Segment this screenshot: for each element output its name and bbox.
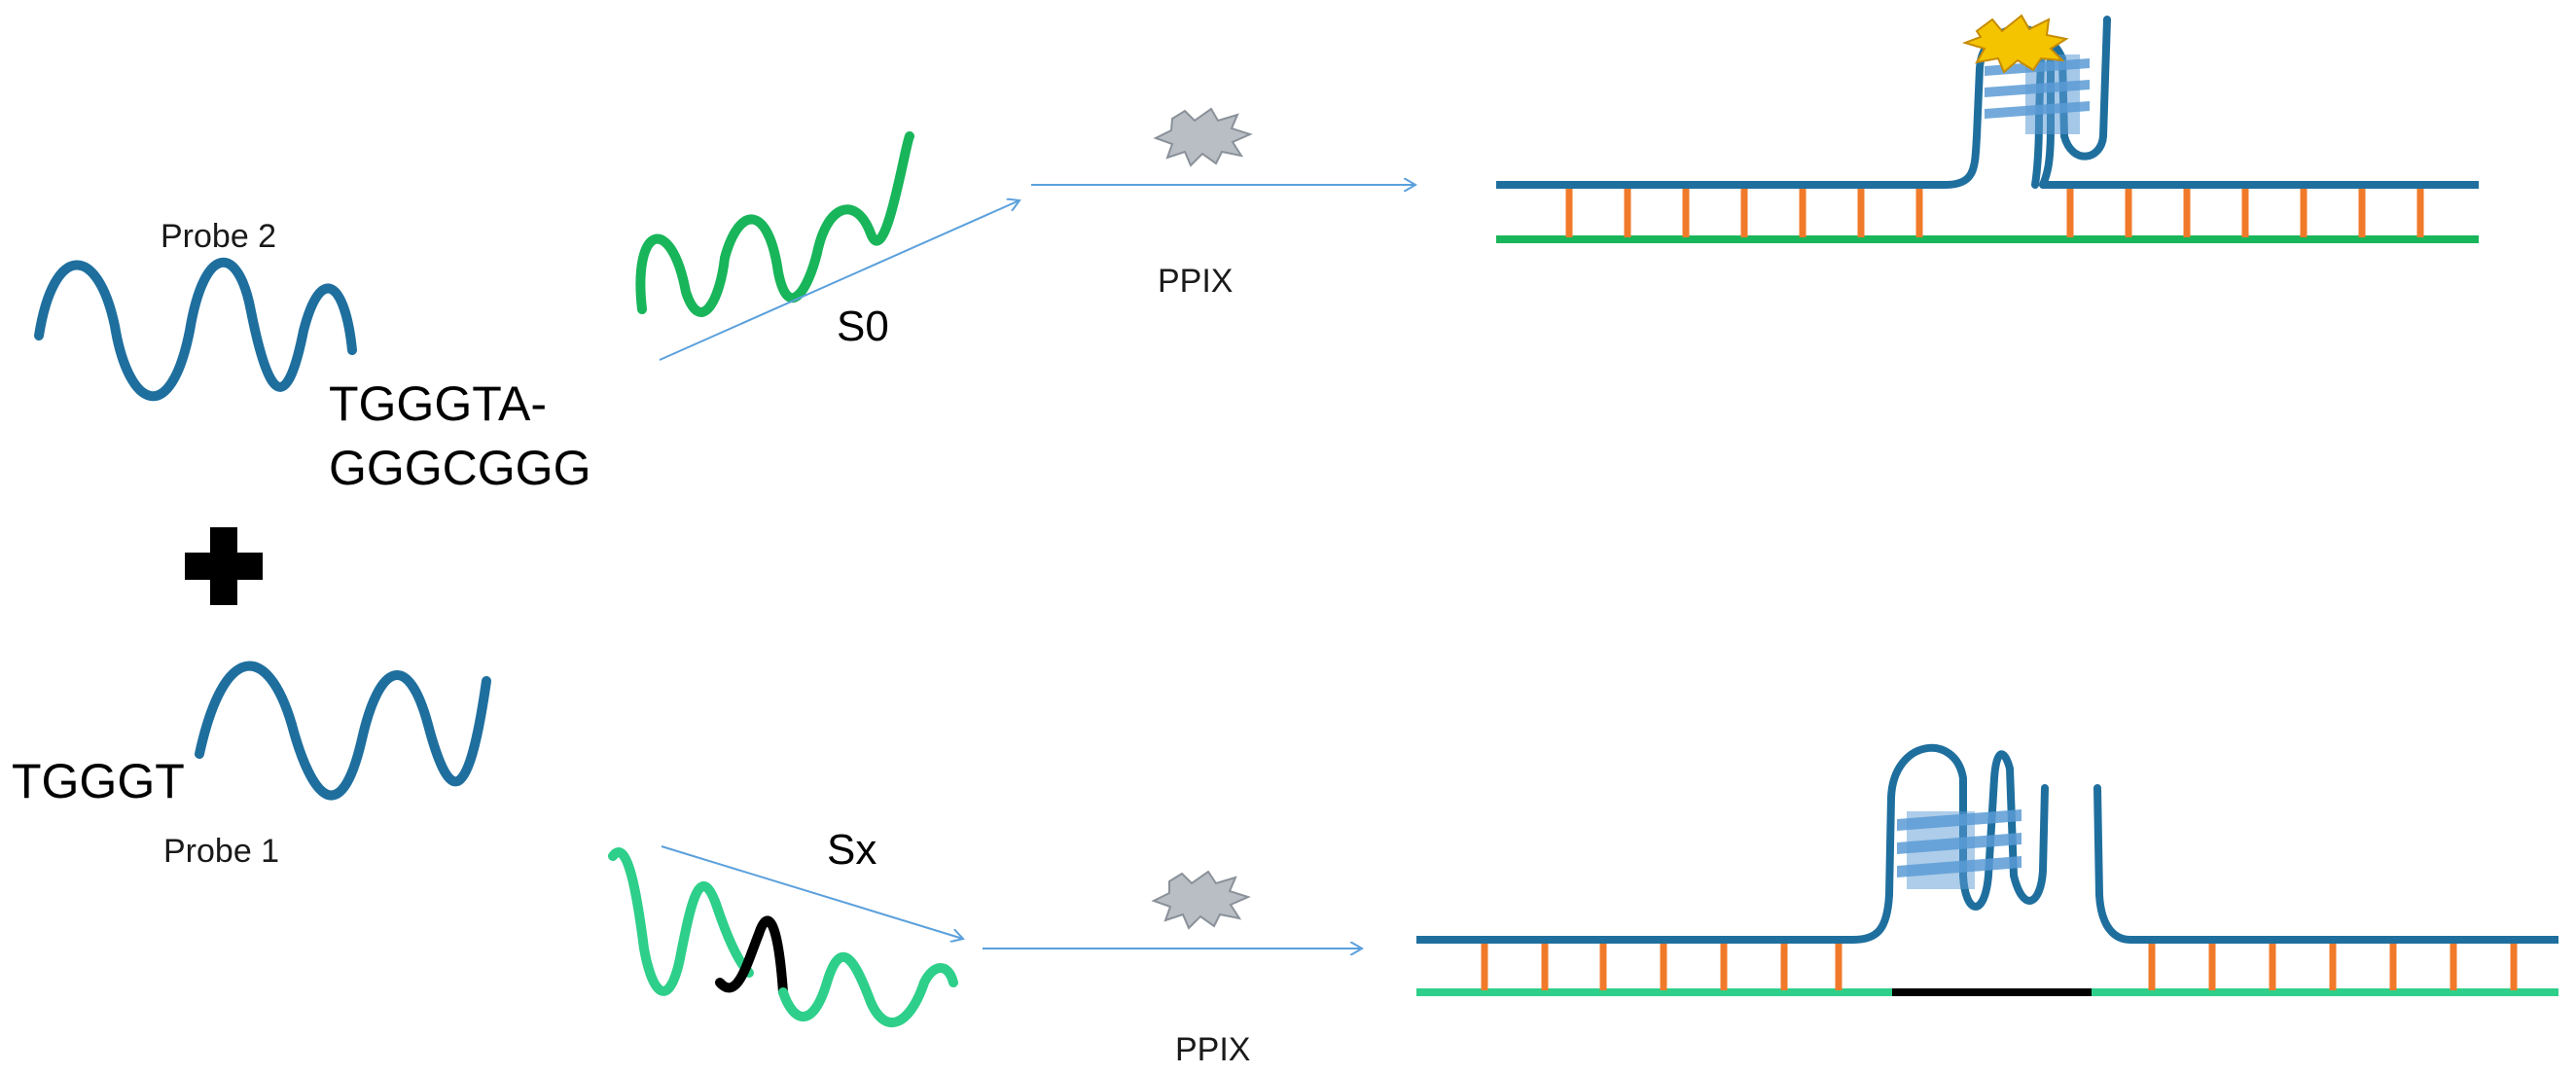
ppix-label-top: PPIX [1158, 263, 1233, 300]
probe2-strand [34, 257, 357, 401]
target-sx-label: Sx [827, 826, 877, 874]
probe1-label: Probe 1 [163, 833, 279, 870]
mismatch-segment [715, 915, 788, 997]
base-pairs-top-left [1565, 189, 1923, 237]
duplex-complex-bottom [1416, 743, 2558, 996]
ppix-star-icon [1153, 107, 1253, 167]
ppix-star-active-icon [1961, 14, 2069, 74]
target-sx-strand-tail [778, 952, 958, 1027]
gquadruplex-strand-bottom [1849, 743, 2049, 944]
probe1-sequence: TGGGT [12, 754, 185, 808]
target-s0-strand [635, 131, 914, 317]
probe2-sequence-line1: TGGGTA- [329, 376, 547, 431]
reaction-arrow-top-diagonal [659, 200, 1020, 361]
gquadruplex-plates-bottom [1897, 809, 2021, 889]
released-probe-end-bottom [2093, 784, 2134, 944]
ppix-star-icon-bottom [1151, 870, 1251, 930]
base-pairs-bottom-left [1481, 944, 1843, 990]
base-pairs-bottom-right [2148, 944, 2518, 990]
base-pairs-top-right [2066, 189, 2424, 237]
ppix-label-bottom: PPIX [1175, 1031, 1250, 1068]
probe2-label: Probe 2 [161, 218, 276, 255]
probe1-strand [195, 661, 491, 801]
target-s0-label: S0 [837, 303, 889, 350]
reaction-arrow-bottom-diagonal [661, 845, 963, 939]
probe2-sequence-line2: GGGCGGG [329, 441, 590, 495]
target-sx-strand [608, 847, 754, 996]
plus-icon [185, 527, 263, 605]
gquadruplex-plates-top [1985, 54, 2090, 134]
duplex-complex-top [1496, 14, 2479, 243]
